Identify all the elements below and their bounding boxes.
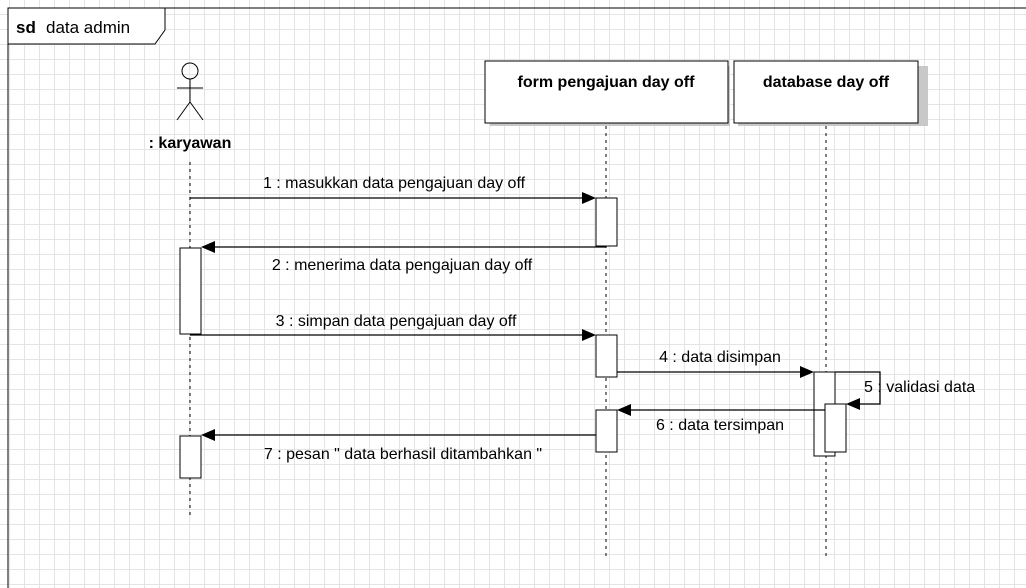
message-3-label: 3 : simpan data pengajuan day off [276,313,517,330]
message-5[interactable]: 5 : validasi data [835,371,975,410]
message-6[interactable]: 6 : data tersimpan [617,404,825,434]
frame-label-tab [7,7,166,45]
arrowhead-right-icon [582,329,596,341]
message-4-label: 4 : data disimpan [659,349,781,366]
activation-actor-1 [179,247,202,335]
activation-form-1 [595,197,618,247]
message-7-label: 7 : pesan " data berhasil ditambahkan " [264,446,542,463]
message-2-label: 2 : menerima data pengajuan day off [272,257,533,274]
frame-title: data admin [46,18,130,37]
message-3[interactable]: 3 : simpan data pengajuan day off [190,313,596,341]
message-5-label: 5 : validasi data [864,379,975,396]
actor-stick-figure-icon [176,62,204,121]
arrowhead-left-icon [201,241,215,253]
arrowhead-left-icon [846,398,860,410]
lifeline-form-pengajuan[interactable]: form pengajuan day off [484,60,730,126]
message-5-line [835,371,881,405]
frame-keyword: sd [16,18,36,37]
message-1-label: 1 : masukkan data pengajuan day off [263,175,526,192]
lifeline-database[interactable]: database day off [733,60,928,126]
activation-form-3 [595,409,618,453]
form-label: form pengajuan day off [518,74,696,91]
diagram-frame [7,7,1026,588]
message-2[interactable]: 2 : menerima data pengajuan day off [201,241,606,274]
db-box [733,60,919,124]
message-4[interactable]: 4 : data disimpan [617,349,814,378]
message-6-label: 6 : data tersimpan [656,417,784,434]
activation-form-2 [595,334,618,378]
form-box [484,60,729,124]
actor-label: : karyawan [149,135,232,152]
arrowhead-left-icon [201,429,215,441]
actor-karyawan[interactable]: : karyawan [149,62,232,152]
arrowhead-right-icon [582,192,596,204]
message-7[interactable]: 7 : pesan " data berhasil ditambahkan " [201,429,596,463]
activation-actor-2 [179,435,202,479]
activation-db-2 [824,403,847,453]
message-1[interactable]: 1 : masukkan data pengajuan day off [190,175,596,204]
arrowhead-left-icon [617,404,631,416]
arrowhead-right-icon [800,366,814,378]
db-label: database day off [763,74,890,91]
